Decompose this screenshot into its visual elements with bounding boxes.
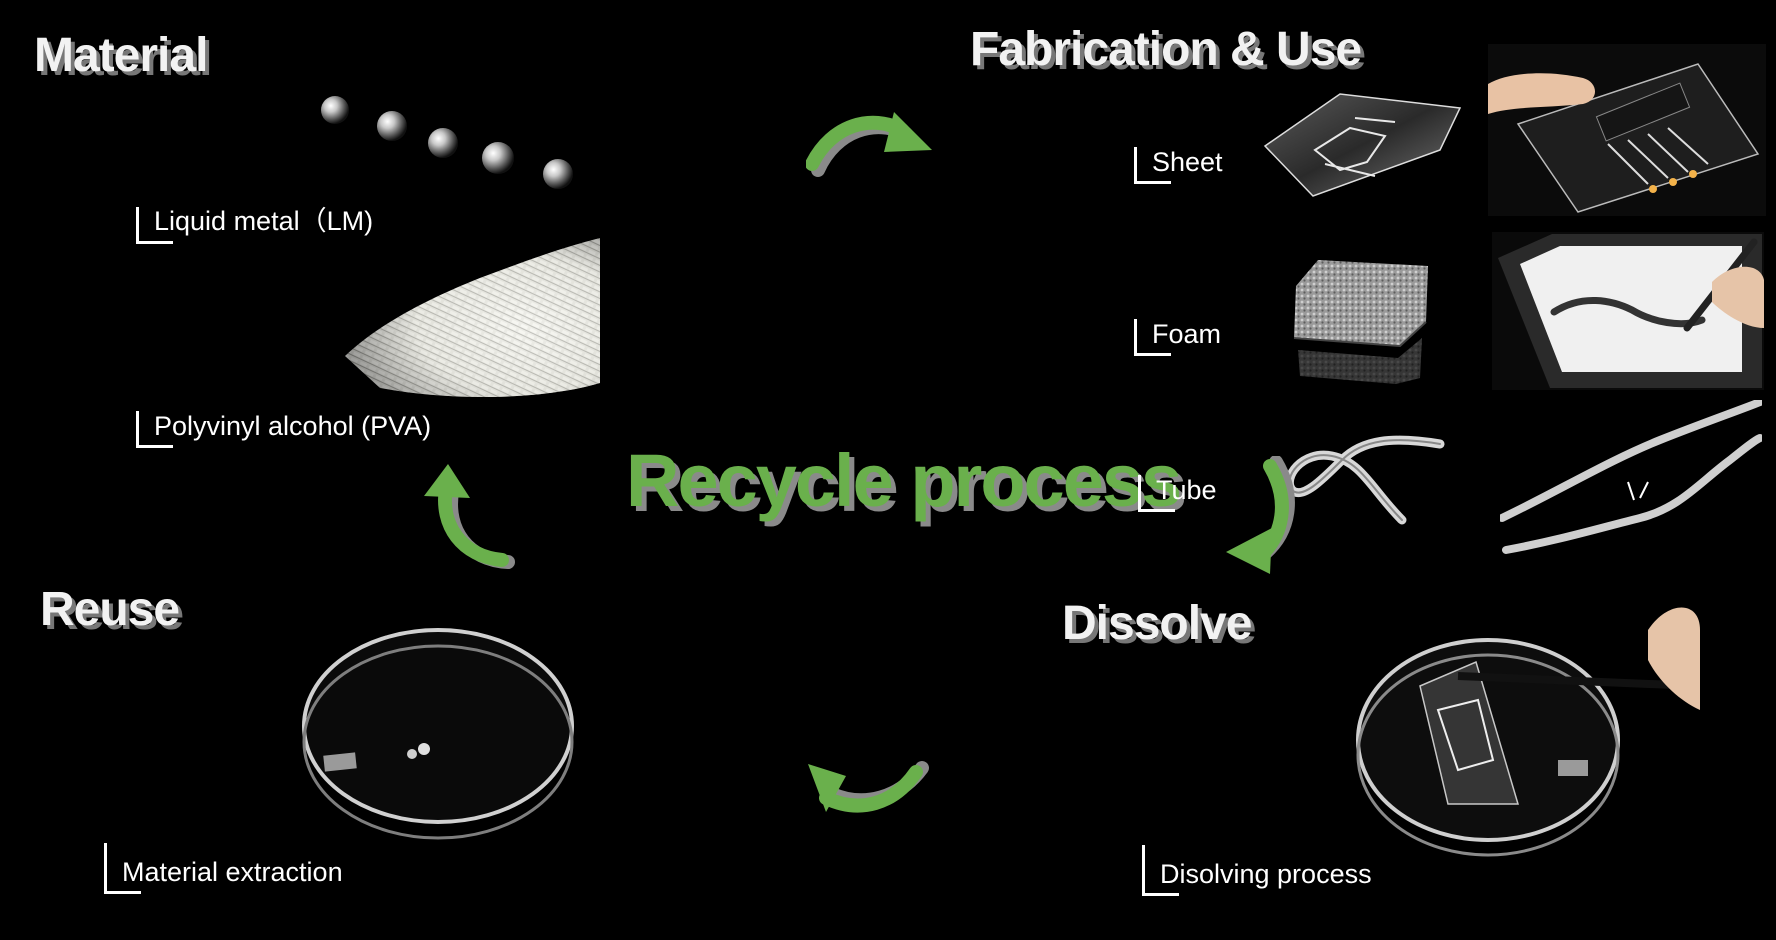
arrow-dissolve-to-reuse-icon: [808, 761, 929, 813]
arrow-fabrication-to-dissolve-icon: [1226, 456, 1295, 574]
reuse-heading: Reuse: [40, 583, 180, 636]
material-heading: Material: [34, 29, 208, 82]
fabrication-item-foam: Foam: [1134, 312, 1294, 356]
fabrication-item-label: Sheet: [1152, 147, 1223, 177]
fabrication-heading: Fabrication & Use: [970, 23, 1362, 76]
label-bracket-icon: [136, 207, 173, 244]
dissolve-item-process: Disolving process: [1142, 845, 1442, 896]
material-item-label: Polyvinyl alcohol (PVA): [154, 411, 432, 441]
material-item-label: Liquid metal（LM): [154, 206, 374, 236]
arrow-material-to-fabrication-icon: [806, 112, 932, 177]
foam-photo: [1293, 260, 1428, 384]
material-item-liquid-metal: Liquid metal（LM): [136, 200, 436, 244]
drawing-tablet-photo: [1492, 232, 1764, 390]
dissolve-item-label: Disolving process: [1160, 859, 1372, 889]
liquid-metal-beads-photo: [321, 96, 573, 189]
label-bracket-icon: [1142, 845, 1179, 896]
stretched-tube-photo: [1500, 400, 1762, 554]
label-bracket-icon: [1134, 147, 1171, 184]
fabrication-item-label: Foam: [1152, 319, 1222, 349]
fabrication-item-sheet: Sheet: [1134, 140, 1294, 184]
label-bracket-icon: [104, 843, 141, 894]
reuse-petri-dish-photo: [302, 628, 574, 840]
label-bracket-icon: [136, 411, 173, 448]
recycle-process-title: Recycle process: [626, 439, 1182, 522]
label-bracket-icon: [1138, 475, 1175, 512]
reuse-item-label: Material extraction: [122, 857, 343, 887]
label-bracket-icon: [1134, 319, 1171, 356]
fabrication-item-label: Tube: [1156, 475, 1217, 505]
arrow-reuse-to-material-icon: [424, 464, 515, 569]
fabrication-item-tube: Tube: [1138, 468, 1298, 512]
material-item-pva: Polyvinyl alcohol (PVA): [136, 404, 496, 448]
sheet-photo: [1263, 93, 1462, 197]
dissolve-heading: Dissolve: [1062, 597, 1252, 650]
pva-pellets-photo: [345, 238, 600, 398]
chip-circuit-photo: [1488, 44, 1766, 216]
reuse-item-extraction: Material extraction: [104, 843, 404, 894]
dissolve-petri-dish-photo: [1356, 607, 1700, 857]
